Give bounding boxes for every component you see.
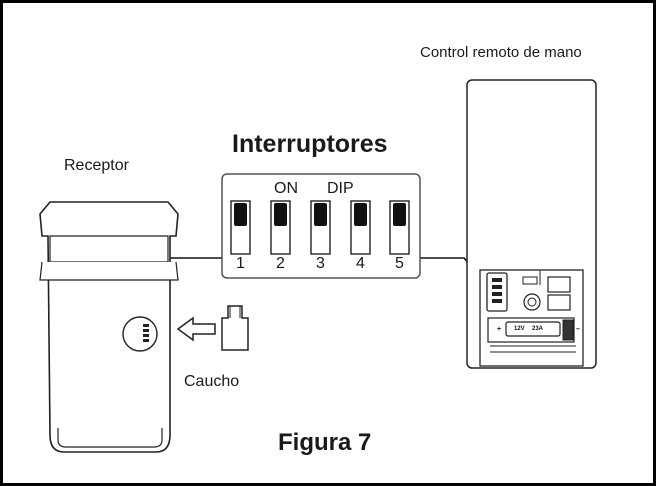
battery-minus: – bbox=[576, 326, 580, 333]
battery-model: 23A bbox=[532, 326, 544, 332]
receiver-label: Receptor bbox=[64, 157, 129, 174]
receiver-mini-dip bbox=[143, 324, 149, 342]
switch-number-4: 4 bbox=[356, 255, 365, 272]
rubber-label: Caucho bbox=[184, 373, 240, 390]
battery-voltage: 12V bbox=[514, 326, 525, 332]
insert-arrow bbox=[176, 316, 216, 342]
remote-mini-dip bbox=[492, 278, 502, 303]
dip-label: DIP bbox=[327, 180, 354, 197]
remote-label: Control remoto de mano bbox=[420, 44, 582, 61]
battery-plus: + bbox=[497, 326, 502, 333]
switch-number-3: 3 bbox=[316, 255, 325, 272]
dip-knobs bbox=[234, 203, 406, 226]
receiver-device bbox=[39, 201, 179, 453]
remote-device bbox=[466, 79, 597, 369]
switch-number-2: 2 bbox=[276, 255, 285, 272]
switches-title: Interruptores bbox=[232, 130, 388, 158]
on-label: ON bbox=[274, 180, 298, 197]
rubber-plug bbox=[221, 305, 249, 351]
figure-caption: Figura 7 bbox=[278, 429, 372, 456]
dip-switch-block bbox=[221, 173, 421, 279]
switch-number-1: 1 bbox=[236, 255, 245, 272]
switch-number-5: 5 bbox=[395, 255, 404, 272]
